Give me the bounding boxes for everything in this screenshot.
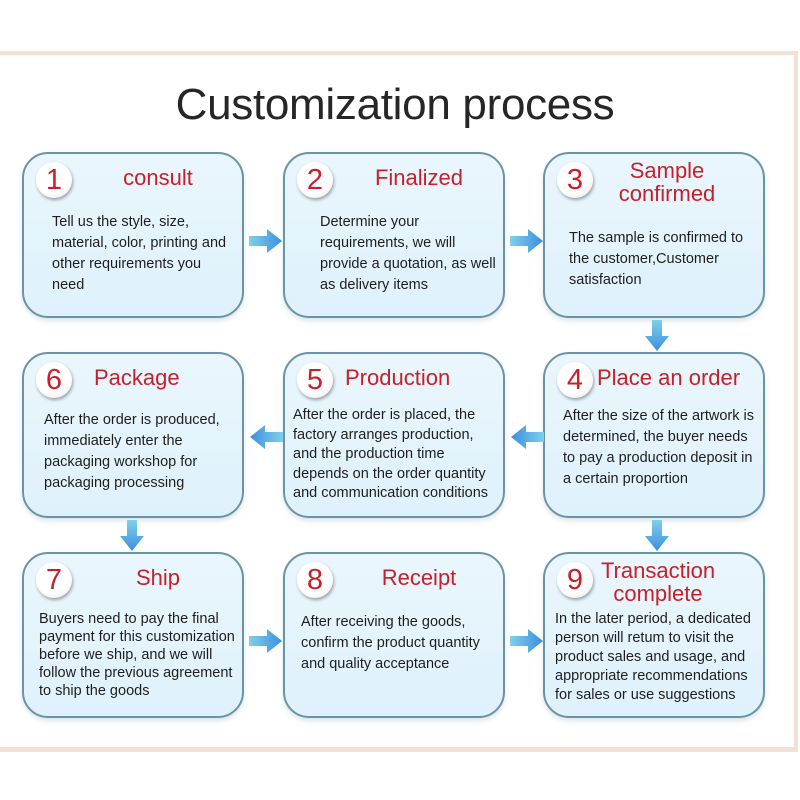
step-number-badge: 3 xyxy=(557,162,593,198)
step-number-badge: 7 xyxy=(36,562,72,598)
step-description: Determine your requirements, we will pro… xyxy=(320,214,496,293)
step-card-9: 9 Transaction complete In the later peri… xyxy=(543,552,765,718)
step-number-badge: 4 xyxy=(557,362,593,398)
step-title: Package xyxy=(94,365,180,390)
arrow-right-icon xyxy=(249,229,282,253)
step-card-2: 2 Finalized Determine your requirements,… xyxy=(283,152,505,318)
step-description: After the order is placed, the factory a… xyxy=(293,407,489,501)
step-card-8: 8 Receipt After receiving the goods, con… xyxy=(283,552,505,718)
step-description: Buyers need to pay the final payment for… xyxy=(39,611,235,699)
arrow-left-icon xyxy=(250,425,283,449)
step-title: Production xyxy=(345,365,451,390)
step-number-badge: 6 xyxy=(36,362,72,398)
step-number-badge: 5 xyxy=(297,362,333,398)
step-title: Sample confirmed xyxy=(618,158,716,206)
step-title: Place an order xyxy=(597,365,741,390)
step-title: Finalized xyxy=(374,165,464,190)
arrow-right-icon xyxy=(510,229,543,253)
step-description: After the size of the artwork is determi… xyxy=(563,408,754,487)
step-description: Tell us the style, size, material, color… xyxy=(52,214,227,293)
step-description: In the later period, a dedicated person … xyxy=(555,611,751,703)
step-card-1: 1 consult Tell us the style, size, mater… xyxy=(22,152,244,318)
arrow-left-icon xyxy=(511,425,544,449)
step-card-6: 6 Package After the order is produced, i… xyxy=(22,352,244,518)
page-title: Customization process xyxy=(175,80,615,129)
step-description: After receiving the goods, confirm the p… xyxy=(301,614,480,672)
arrow-down-icon xyxy=(645,320,669,351)
step-card-3: 3 Sample confirmed The sample is confirm… xyxy=(543,152,765,318)
arrow-right-icon xyxy=(249,629,282,653)
step-description: The sample is confirmed to the customer,… xyxy=(569,230,744,288)
arrow-down-icon xyxy=(120,520,144,551)
step-number-badge: 1 xyxy=(36,162,72,198)
step-title: consult xyxy=(123,165,193,190)
arrow-right-icon xyxy=(510,629,543,653)
step-card-5: 5 Production After the order is placed, … xyxy=(283,352,505,518)
step-card-7: 7 Ship Buyers need to pay the final paym… xyxy=(22,552,244,718)
step-title: Transaction complete xyxy=(600,558,716,606)
step-card-4: 4 Place an order After the size of the a… xyxy=(543,352,765,518)
arrow-down-icon xyxy=(645,520,669,551)
step-title: Receipt xyxy=(381,565,457,590)
step-title: Ship xyxy=(135,565,181,590)
step-number-badge: 8 xyxy=(297,562,333,598)
step-number-badge: 9 xyxy=(557,562,593,598)
step-description: After the order is produced, immediately… xyxy=(44,412,220,491)
step-number-badge: 2 xyxy=(297,162,333,198)
